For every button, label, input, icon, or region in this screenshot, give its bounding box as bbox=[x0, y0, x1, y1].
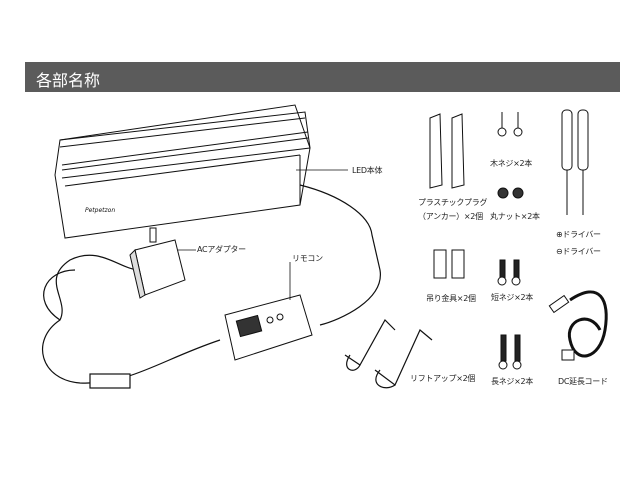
dc-cord bbox=[548, 290, 608, 361]
plastic-plug-label-1: プラスチックプラグ bbox=[418, 198, 488, 207]
led-body-illustration: Petpetzon bbox=[54, 104, 311, 239]
section-title: 各部名称 bbox=[36, 71, 101, 90]
long-screw-label: 長ネジ×2本 bbox=[491, 377, 533, 386]
led-body-label: LED本体 bbox=[352, 166, 383, 175]
long-screws bbox=[498, 334, 522, 370]
round-nuts bbox=[497, 187, 524, 199]
cables bbox=[42, 184, 381, 389]
ac-adapter-label: ACアダプター bbox=[197, 245, 246, 254]
drivers bbox=[561, 109, 589, 215]
round-nut-label: 丸ナット×2本 bbox=[490, 212, 540, 221]
short-screws bbox=[497, 259, 521, 286]
plus-driver-label: ⊕ドライバー bbox=[556, 230, 601, 239]
hangers bbox=[433, 249, 465, 279]
wood-screw-label: 木ネジ×2本 bbox=[490, 159, 532, 168]
plastic-plug-label-2: （アンカー）×2個 bbox=[418, 212, 483, 221]
lift-up-illustration bbox=[344, 319, 433, 389]
lift-up-label: リフトアップ×2個 bbox=[410, 374, 476, 383]
brand-logo: Petpetzon bbox=[85, 207, 115, 214]
remote-label: リモコン bbox=[292, 254, 323, 263]
minus-driver-label: ⊖ドライバー bbox=[556, 247, 601, 256]
ac-adapter-illustration bbox=[129, 227, 186, 299]
remote-illustration bbox=[224, 294, 313, 361]
wood-screws bbox=[497, 112, 523, 137]
short-screw-label: 短ネジ×2本 bbox=[491, 293, 533, 302]
dc-cord-label: DC延長コード bbox=[558, 377, 608, 386]
plastic-plugs bbox=[429, 113, 465, 189]
hanger-label: 吊り金具×2個 bbox=[426, 294, 476, 303]
section-header: 各部名称 bbox=[25, 62, 620, 92]
